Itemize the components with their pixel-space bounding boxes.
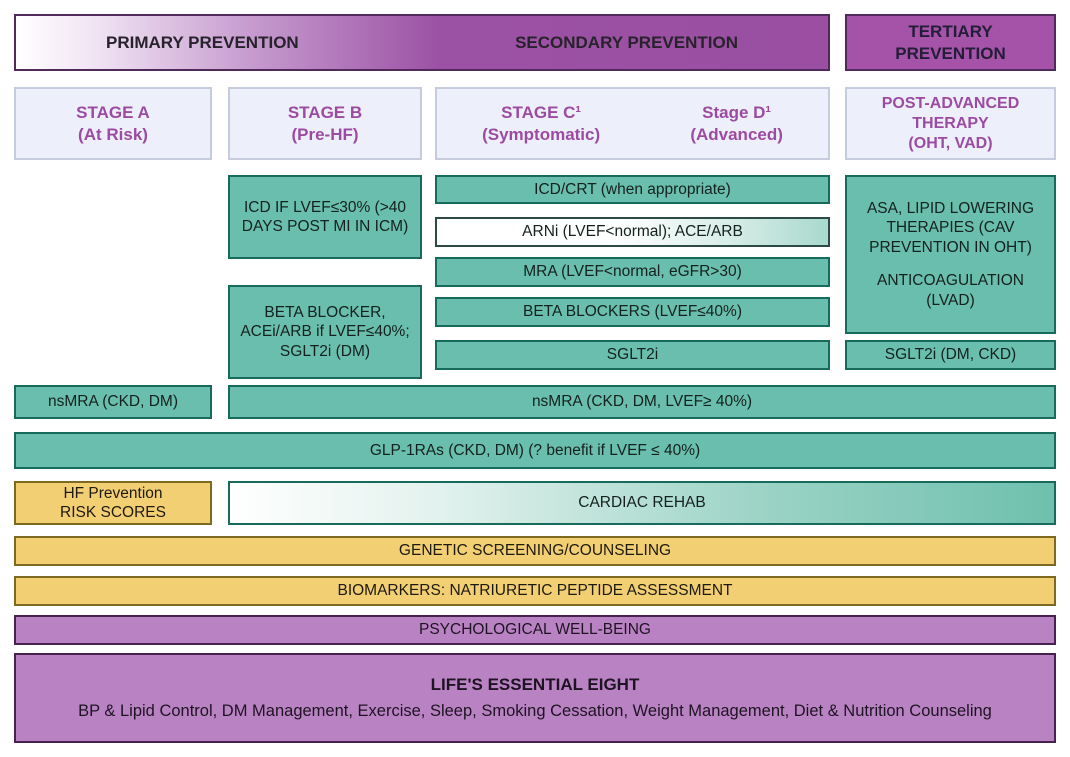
therapy-glp1ras: GLP-1RAs (CKD, DM) (? benefit if LVEF ≤ … [14, 432, 1056, 469]
hf-risk-line2: RISK SCORES [60, 504, 166, 521]
therapy-mra-label: MRA (LVEF<normal, eGFR>30) [523, 263, 742, 281]
biomarkers-label: BIOMARKERS: NATRIURETIC PEPTIDE ASSESSME… [337, 582, 733, 600]
therapy-icd-stage-b-label: ICD IF LVEF≤30% (>40 DAYS POST MI IN ICM… [241, 198, 409, 235]
therapy-beta-blocker-stage-b-label: BETA BLOCKER, ACEi/ARB if LVEF≤40%; SGLT… [240, 303, 410, 360]
lifes-essential-eight-title: LIFE'S ESSENTIAL EIGHT [430, 675, 640, 695]
therapy-anticoagulation-label: ANTICOAGULATION (LVAD) [877, 272, 1024, 309]
hf-prevention-risk-scores: HF Prevention RISK SCORES [14, 481, 212, 525]
therapy-nsmra-stage-a-label: nsMRA (CKD, DM) [47, 393, 179, 411]
cardiac-rehab: CARDIAC REHAB [228, 481, 1056, 525]
therapy-arni-label: ARNi (LVEF<normal); ACE/ARB [522, 223, 743, 241]
stage-post-subtitle: (OHT, VAD) [908, 134, 993, 152]
genetic-screening-row: GENETIC SCREENING/COUNSELING [14, 536, 1056, 566]
stage-post-advanced-header: POST-ADVANCED THERAPY (OHT, VAD) [845, 87, 1056, 160]
psychological-wellbeing-label: PSYCHOLOGICAL WELL-BEING [419, 621, 651, 639]
therapy-sglt2i-dm-ckd-label: SGLT2i (DM, CKD) [884, 346, 1017, 364]
therapy-nsmra-wide-label: nsMRA (CKD, DM, LVEF≥ 40%) [531, 393, 753, 411]
therapy-icd-crt-label: ICD/CRT (when appropriate) [534, 180, 731, 198]
stage-b-header: STAGE B (Pre-HF) [228, 87, 422, 160]
cardiac-rehab-label: CARDIAC REHAB [578, 494, 706, 512]
therapy-arni: ARNi (LVEF<normal); ACE/ARB [435, 217, 830, 247]
therapy-glp1ras-label: GLP-1RAs (CKD, DM) (? benefit if LVEF ≤ … [369, 441, 701, 459]
lifes-essential-eight-row: LIFE'S ESSENTIAL EIGHT BP & Lipid Contro… [14, 653, 1056, 743]
stage-c-block: STAGE C¹ (Symptomatic) [482, 102, 600, 145]
stage-d-subtitle: (Advanced) [690, 124, 783, 144]
lifes-essential-eight-body: BP & Lipid Control, DM Management, Exerc… [78, 702, 992, 721]
stage-c-title: STAGE C¹ [501, 103, 582, 123]
therapy-asa-anticoagulation: ASA, LIPID LOWERING THERAPIES (CAV PREVE… [845, 175, 1056, 334]
stage-cd-pair: STAGE C¹ (Symptomatic) Stage D¹ (Advance… [437, 102, 828, 145]
psychological-wellbeing-row: PSYCHOLOGICAL WELL-BEING [14, 615, 1056, 645]
stage-b-title: STAGE B [287, 103, 363, 123]
hf-risk-line1: HF Prevention [63, 484, 163, 502]
stage-a-subtitle: (At Risk) [78, 124, 148, 144]
header-tertiary-band: TERTIARY PREVENTION [845, 14, 1056, 71]
header-tertiary-label: TERTIARY PREVENTION [895, 22, 1006, 63]
therapy-sglt2i-dm-ckd: SGLT2i (DM, CKD) [845, 340, 1056, 370]
therapy-nsmra-wide: nsMRA (CKD, DM, LVEF≥ 40%) [228, 385, 1056, 419]
header-primary-secondary-band: PRIMARY PREVENTION SECONDARY PREVENTION [14, 14, 830, 71]
therapy-mra: MRA (LVEF<normal, eGFR>30) [435, 257, 830, 287]
biomarkers-row: BIOMARKERS: NATRIURETIC PEPTIDE ASSESSME… [14, 576, 1056, 606]
therapy-beta-blocker-stage-b: BETA BLOCKER, ACEi/ARB if LVEF≤40%; SGLT… [228, 285, 422, 379]
genetic-screening-label: GENETIC SCREENING/COUNSELING [398, 542, 672, 560]
stage-d-block: Stage D¹ (Advanced) [690, 102, 783, 145]
stage-a-header: STAGE A (At Risk) [14, 87, 212, 160]
header-secondary-label: SECONDARY PREVENTION [515, 32, 738, 52]
therapy-asa-label: ASA, LIPID LOWERING THERAPIES (CAV PREVE… [866, 200, 1035, 256]
stage-post-title: POST-ADVANCED THERAPY [881, 94, 1020, 132]
stage-cd-header: STAGE C¹ (Symptomatic) Stage D¹ (Advance… [435, 87, 830, 160]
therapy-nsmra-stage-a: nsMRA (CKD, DM) [14, 385, 212, 419]
stage-b-subtitle: (Pre-HF) [291, 124, 359, 144]
stage-c-subtitle: (Symptomatic) [482, 124, 601, 144]
therapy-icd-stage-b: ICD IF LVEF≤30% (>40 DAYS POST MI IN ICM… [228, 175, 422, 259]
therapy-icd-crt: ICD/CRT (when appropriate) [435, 175, 830, 204]
therapy-sglt2i: SGLT2i [435, 340, 830, 370]
stage-a-title: STAGE A [76, 103, 150, 123]
stage-d-title: Stage D¹ [702, 103, 772, 123]
therapy-beta-blockers: BETA BLOCKERS (LVEF≤40%) [435, 297, 830, 327]
therapy-beta-blockers-label: BETA BLOCKERS (LVEF≤40%) [523, 303, 742, 321]
header-primary-label: PRIMARY PREVENTION [106, 32, 299, 52]
therapy-sglt2i-label: SGLT2i [606, 346, 659, 364]
